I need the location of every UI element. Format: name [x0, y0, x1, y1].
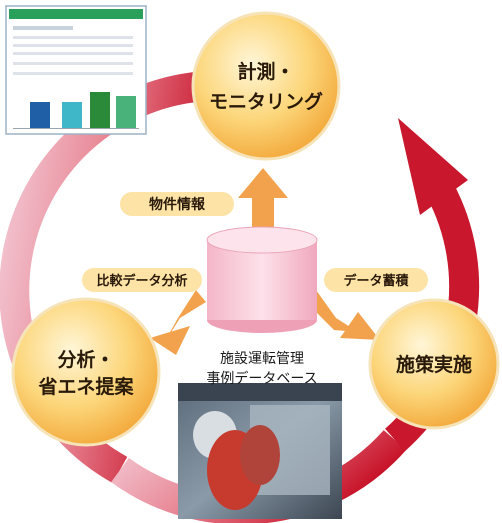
- label-data-accumulate-text: データ蓄積: [343, 273, 409, 289]
- database-label-line2: 事例データベース: [206, 370, 317, 387]
- label-property-info: 物件情報: [120, 192, 234, 216]
- label-compare-analysis: 比較データ分析: [82, 268, 202, 292]
- node-measure-line1: 計測・: [237, 60, 294, 83]
- node-implementation: 施策実施: [368, 298, 500, 430]
- flow-arrows: [150, 168, 380, 355]
- node-measure-monitoring: 計測・ モニタリング: [191, 11, 341, 161]
- node-analysis-proposal: 分析・ 省エネ提案: [11, 297, 161, 447]
- database-cylinder: [206, 226, 318, 333]
- node-implementation-label: 施策実施: [396, 353, 472, 376]
- worker-photo: [178, 383, 342, 519]
- node-analysis-line1: 分析・: [57, 348, 114, 371]
- node-analysis-line2: 省エネ提案: [37, 375, 134, 398]
- cycle-arrowhead: [398, 118, 468, 215]
- label-compare-analysis-text: 比較データ分析: [96, 273, 187, 289]
- label-data-accumulate: データ蓄積: [324, 268, 428, 292]
- database-label-line1: 施設運転管理: [220, 351, 304, 367]
- dashboard-thumbnail: [5, 5, 147, 135]
- label-property-info-text: 物件情報: [149, 196, 206, 213]
- node-measure-line2: モニタリング: [209, 90, 323, 113]
